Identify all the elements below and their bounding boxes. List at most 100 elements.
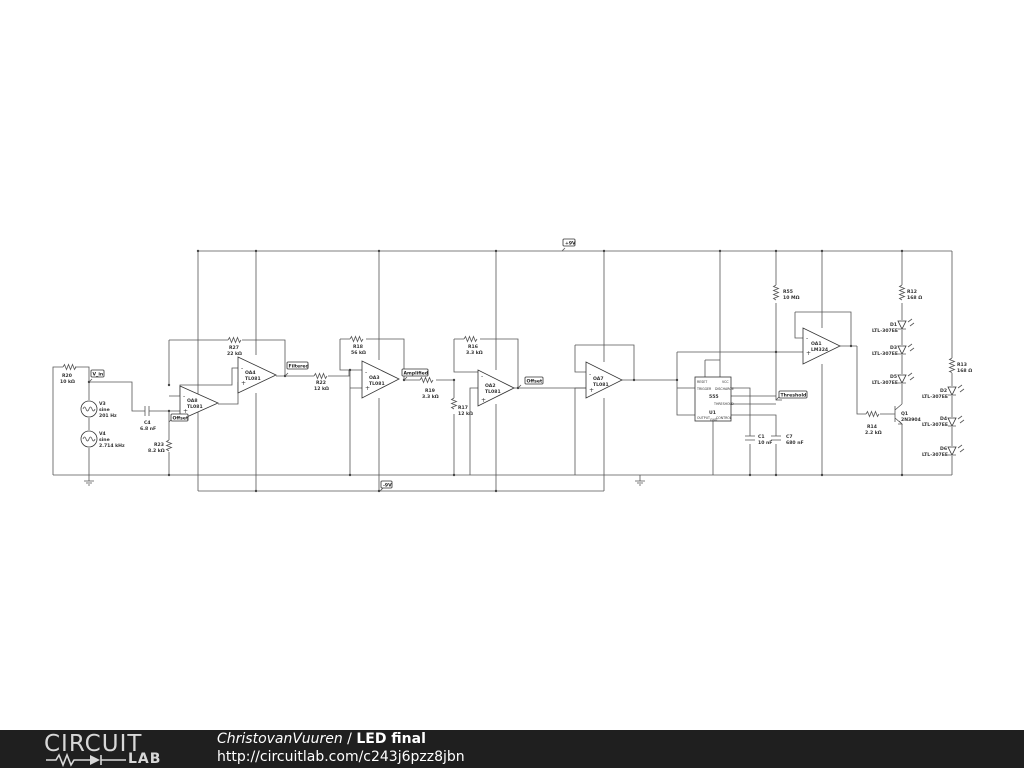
sine-source-v3[interactable]: V3 sine 201 Hz xyxy=(80,400,117,419)
pin-trigger: TRIGGER xyxy=(696,387,712,391)
label-r20-name: R20 xyxy=(62,373,72,379)
label-v4-freq: 2.714 kHz xyxy=(99,443,125,449)
net-amplified-text: Amplified xyxy=(404,371,429,377)
pin-gnd: GND xyxy=(710,418,718,422)
label-c4-value: 6.8 nF xyxy=(140,426,156,432)
led-d1[interactable]: D1 LTL-307EE xyxy=(872,318,915,334)
label-d3-name: D3 xyxy=(890,345,897,351)
logo-word-lab: LAB xyxy=(128,751,162,767)
author-name[interactable]: ChristovanVuuren xyxy=(217,731,343,747)
sine-source-v4[interactable]: V4 sine 2.714 kHz xyxy=(80,430,125,449)
label-d1-part: LTL-307EE xyxy=(872,328,898,334)
label-d4-part: LTL-307EE xyxy=(922,422,948,428)
label-oa3-name: OA3 xyxy=(369,375,380,381)
net-label-v-in[interactable]: V_in xyxy=(88,369,105,383)
footer-bar: CIRCUIT LAB ChristovanVuuren / LED final… xyxy=(0,730,1024,768)
led-d2[interactable]: D2 LTL-307EE xyxy=(922,384,965,400)
label-r27-value: 22 kΩ xyxy=(227,351,242,357)
label-r22-value: 12 kΩ xyxy=(314,386,329,392)
resistor-r23[interactable]: R23 8.2 kΩ xyxy=(148,439,173,454)
capacitor-c4[interactable]: C4 6.8 nF xyxy=(140,406,156,432)
net-label-vcc[interactable]: +9V xyxy=(561,238,576,252)
svg-text:-: - xyxy=(365,369,367,376)
led-d3[interactable]: D3 LTL-307EE xyxy=(872,343,915,357)
pin-reset: RESET xyxy=(697,380,707,384)
svg-text:+: + xyxy=(183,408,188,415)
opamp-oa7[interactable]: - + OA7 TL081 xyxy=(585,361,623,399)
label-oa8-part: TL081 xyxy=(187,404,203,410)
resistor-r22[interactable]: R22 12 kΩ xyxy=(313,372,329,393)
resistor-r13[interactable]: R13 168 Ω xyxy=(948,357,973,374)
label-q1-part: 2N3904 xyxy=(901,417,921,423)
net-label-vee[interactable]: -9V xyxy=(379,480,393,492)
net-offset-1-text: Offset xyxy=(173,416,189,422)
label-u1-part: 555 xyxy=(709,394,719,400)
net-filtered-text: Filtered xyxy=(289,364,309,370)
opamp-oa1[interactable]: - + OA1 LM324 xyxy=(802,327,841,365)
capacitor-c1[interactable]: C1 10 nF xyxy=(745,434,772,446)
label-oa1-name: OA1 xyxy=(811,341,822,347)
net-label-offset-1[interactable]: Offset xyxy=(168,413,189,423)
label-r55-name: R55 xyxy=(783,289,793,295)
label-oa8-name: OA8 xyxy=(187,398,198,404)
circuit-name[interactable]: LED final xyxy=(356,731,426,747)
pin-discharge: DISCHARGE xyxy=(715,387,734,391)
label-c7-value: 680 nF xyxy=(786,440,804,446)
label-v3-name: V3 xyxy=(99,401,106,407)
label-v4-type: sine xyxy=(99,437,110,443)
resistor-r20[interactable]: R20 10 kΩ xyxy=(60,363,77,386)
svg-text:+: + xyxy=(241,380,246,387)
label-v4-name: V4 xyxy=(99,431,106,437)
label-c1-name: C1 xyxy=(758,434,765,440)
svg-text:+: + xyxy=(589,387,594,394)
label-r13-name: R13 xyxy=(957,362,967,368)
resistor-r27[interactable]: R27 22 kΩ xyxy=(227,336,242,358)
net-label-threshold[interactable]: Threshold xyxy=(775,390,808,401)
svg-text:+: + xyxy=(806,350,811,357)
timer-555-u1[interactable]: RESET VCC TRIGGER DISCHARGE THRESHOLD OU… xyxy=(694,376,734,422)
transistor-q1[interactable]: Q1 2N3904 xyxy=(894,403,921,425)
led-d5[interactable]: D5 LTL-307EE xyxy=(872,372,915,386)
wires xyxy=(52,250,953,492)
resistor-r17[interactable]: R17 12 kΩ xyxy=(450,397,474,417)
pin-vcc: VCC xyxy=(722,380,729,384)
resistor-r12[interactable]: R12 168 Ω xyxy=(898,284,923,301)
net-label-offset-2[interactable]: Offset xyxy=(517,376,544,389)
label-oa7-part: TL081 xyxy=(593,382,609,388)
label-oa2-name: OA2 xyxy=(485,383,496,389)
label-oa1-part: LM324 xyxy=(811,347,828,353)
net-label-filtered[interactable]: Filtered xyxy=(284,361,309,377)
label-c7-name: C7 xyxy=(786,434,793,440)
svg-text:-: - xyxy=(241,365,243,372)
resistor-r55[interactable]: R55 10 MΩ xyxy=(772,284,800,301)
led-d4[interactable]: D4 LTL-307EE xyxy=(922,415,965,428)
net-label-amplified[interactable]: Amplified xyxy=(401,368,429,381)
resistor-r14[interactable]: R14 2.2 kΩ xyxy=(865,410,882,437)
led-d6[interactable]: D6 LTL-307EE xyxy=(922,444,965,458)
label-d6-name: D6 xyxy=(940,446,947,452)
pin-threshold: THRESHOLD xyxy=(713,402,734,406)
resistor-r18[interactable]: R18 56 kΩ xyxy=(349,335,366,357)
opamp-oa4[interactable]: - + OA4 TL081 xyxy=(237,356,277,394)
label-u1-name: U1 xyxy=(709,410,716,416)
resistor-r16[interactable]: R16 3.3 kΩ xyxy=(463,335,483,357)
opamp-oa3[interactable]: - + OA3 TL081 xyxy=(361,360,400,399)
label-v3-freq: 201 Hz xyxy=(99,413,117,419)
label-r12-name: R12 xyxy=(907,289,917,295)
label-oa2-part: TL081 xyxy=(485,389,501,395)
opamp-oa2[interactable]: - + OA2 TL081 xyxy=(477,369,515,407)
capacitor-c7[interactable]: C7 680 nF xyxy=(771,434,804,446)
label-r19-name: R19 xyxy=(425,388,435,394)
pin-output: OUTPUT xyxy=(697,416,710,420)
opamp-oa8[interactable]: - + OA8 TL081 xyxy=(179,385,219,421)
junctions xyxy=(87,249,904,493)
title-separator: / xyxy=(342,731,357,747)
net-vcc-text: +9V xyxy=(565,241,576,247)
circuitlab-logo[interactable]: CIRCUIT LAB xyxy=(44,730,174,768)
svg-text:-: - xyxy=(589,371,591,378)
label-r12-value: 168 Ω xyxy=(907,295,922,301)
label-c4-name: C4 xyxy=(144,420,151,426)
svg-text:+: + xyxy=(365,385,370,392)
resistor-r19[interactable]: R19 3.3 kΩ xyxy=(419,376,439,401)
circuit-url-link[interactable]: http://circuitlab.com/c243j6pzz8jbn xyxy=(217,749,465,765)
